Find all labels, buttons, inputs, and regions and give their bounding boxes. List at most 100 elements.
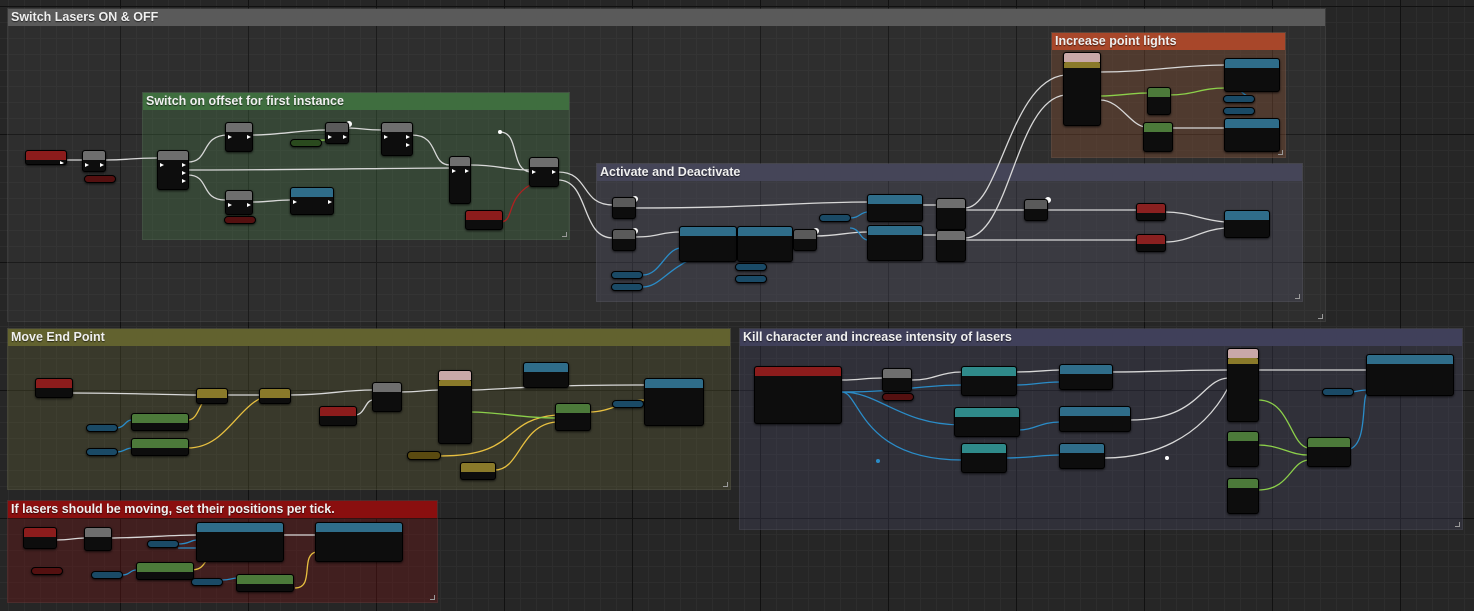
resize-handle[interactable]	[1318, 314, 1323, 319]
bool-variable-node[interactable]	[84, 175, 116, 183]
activate-function-node[interactable]	[679, 226, 737, 262]
flip-flop-node[interactable]	[372, 382, 402, 412]
make-literal-node[interactable]	[1227, 478, 1259, 514]
sequence-node[interactable]	[157, 150, 189, 190]
object-variable-node[interactable]	[819, 214, 851, 222]
exec-out-pin[interactable]	[247, 203, 251, 207]
object-variable-node[interactable]	[611, 271, 643, 279]
exec-out-pin[interactable]	[465, 169, 469, 173]
delay-node[interactable]	[325, 122, 349, 144]
reset-event-node[interactable]	[465, 210, 503, 230]
resize-handle[interactable]	[1278, 150, 1283, 155]
reroute-node[interactable]	[346, 121, 352, 127]
reroute-node[interactable]	[498, 130, 502, 134]
exec-out-pin[interactable]	[406, 135, 410, 139]
lerp-vector-node[interactable]	[555, 403, 591, 431]
resize-handle[interactable]	[562, 232, 567, 237]
reverse-event-node[interactable]	[319, 406, 357, 426]
cast-node[interactable]	[961, 443, 1007, 473]
delay-node[interactable]	[612, 229, 636, 251]
exec-out-pin[interactable]	[552, 170, 556, 174]
deactivate-function-node[interactable]	[867, 194, 923, 222]
lerp-node[interactable]	[1147, 87, 1171, 115]
object-variable-node[interactable]	[612, 400, 644, 408]
branch-node[interactable]	[225, 190, 253, 215]
object-variable-node[interactable]	[147, 540, 179, 548]
set-vector-parameter-node[interactable]	[1366, 354, 1454, 396]
death-event-node[interactable]	[1059, 443, 1105, 469]
delay-node[interactable]	[1024, 199, 1048, 221]
set-vector-node[interactable]	[196, 388, 228, 404]
bool-variable-node[interactable]	[882, 393, 914, 401]
delay-node[interactable]	[793, 229, 817, 251]
get-world-location-node[interactable]	[131, 413, 189, 431]
exec-out-pin[interactable]	[182, 179, 186, 183]
exec-in-pin[interactable]	[452, 169, 456, 173]
death-event-node[interactable]	[1059, 406, 1131, 432]
delay-node[interactable]	[612, 197, 636, 219]
sequence-node[interactable]	[381, 122, 413, 156]
bool-variable-node[interactable]	[224, 216, 256, 224]
set-intensity-function-node[interactable]	[1224, 58, 1280, 92]
reroute-node[interactable]	[1165, 456, 1169, 460]
object-variable-node[interactable]	[86, 448, 118, 456]
exec-out-pin[interactable]	[406, 143, 410, 147]
set-vector-node[interactable]	[259, 388, 291, 404]
move-point-function-node[interactable]	[290, 187, 334, 215]
branch-node[interactable]	[82, 150, 106, 172]
event-tick-node[interactable]	[23, 527, 57, 549]
bool-variable-node[interactable]	[31, 567, 63, 575]
cast-node[interactable]	[954, 407, 1020, 437]
multi-gate-node[interactable]	[449, 156, 471, 204]
comment-move-end-point[interactable]: Move End Point	[7, 328, 731, 490]
do-once-node[interactable]	[225, 122, 253, 152]
exec-in-pin[interactable]	[228, 203, 232, 207]
set-bool-node[interactable]	[1136, 234, 1166, 252]
set-beam-parameter-node[interactable]	[315, 522, 403, 562]
set-intensity-function-node[interactable]	[1224, 118, 1280, 152]
lerp-linear-color-node[interactable]	[1307, 437, 1351, 467]
object-variable-node[interactable]	[86, 424, 118, 432]
sequence-node[interactable]	[936, 198, 966, 230]
branch-node[interactable]	[84, 527, 112, 551]
timeline-node[interactable]	[1227, 348, 1259, 422]
branch-node[interactable]	[882, 368, 912, 392]
get-world-location-node[interactable]	[136, 562, 194, 580]
flip-flop-node[interactable]	[1143, 122, 1173, 152]
float-literal-node[interactable]	[290, 139, 322, 147]
timeline-node[interactable]	[438, 370, 472, 444]
object-variable-node[interactable]	[611, 283, 643, 291]
object-variable-node[interactable]	[91, 571, 123, 579]
object-variable-node[interactable]	[1322, 388, 1354, 396]
reroute-node[interactable]	[876, 459, 880, 463]
set-world-location-node[interactable]	[644, 378, 704, 426]
timeline-node[interactable]	[1063, 52, 1101, 126]
resize-handle[interactable]	[1455, 522, 1460, 527]
object-variable-node[interactable]	[191, 578, 223, 586]
exec-in-pin[interactable]	[532, 170, 536, 174]
death-event-node[interactable]	[1059, 364, 1113, 390]
resize-handle[interactable]	[723, 482, 728, 487]
event-begin-play-node[interactable]	[25, 150, 67, 165]
make-vector-node[interactable]	[460, 462, 496, 480]
flip-flop-node[interactable]	[529, 157, 559, 187]
exec-in-pin[interactable]	[85, 163, 89, 167]
activate-function-node[interactable]	[867, 225, 923, 261]
exec-out-pin[interactable]	[182, 163, 186, 167]
exec-out-pin[interactable]	[182, 171, 186, 175]
reroute-node[interactable]	[1045, 197, 1051, 203]
exec-out-pin[interactable]	[328, 200, 332, 204]
reverse-function-node[interactable]	[523, 362, 569, 388]
exec-in-pin[interactable]	[384, 135, 388, 139]
component-begin-overlap-node[interactable]	[754, 366, 842, 424]
object-variable-node[interactable]	[735, 275, 767, 283]
set-intensity-function-node[interactable]	[737, 226, 793, 262]
set-bool-node[interactable]	[1136, 203, 1166, 221]
set-beam-parameter-node[interactable]	[196, 522, 284, 562]
move-point-event-node[interactable]	[35, 378, 73, 398]
object-variable-node[interactable]	[1223, 107, 1255, 115]
resize-handle[interactable]	[1295, 294, 1300, 299]
exec-out-pin[interactable]	[343, 135, 347, 139]
exec-out-pin[interactable]	[247, 135, 251, 139]
get-world-location-node[interactable]	[236, 574, 294, 592]
